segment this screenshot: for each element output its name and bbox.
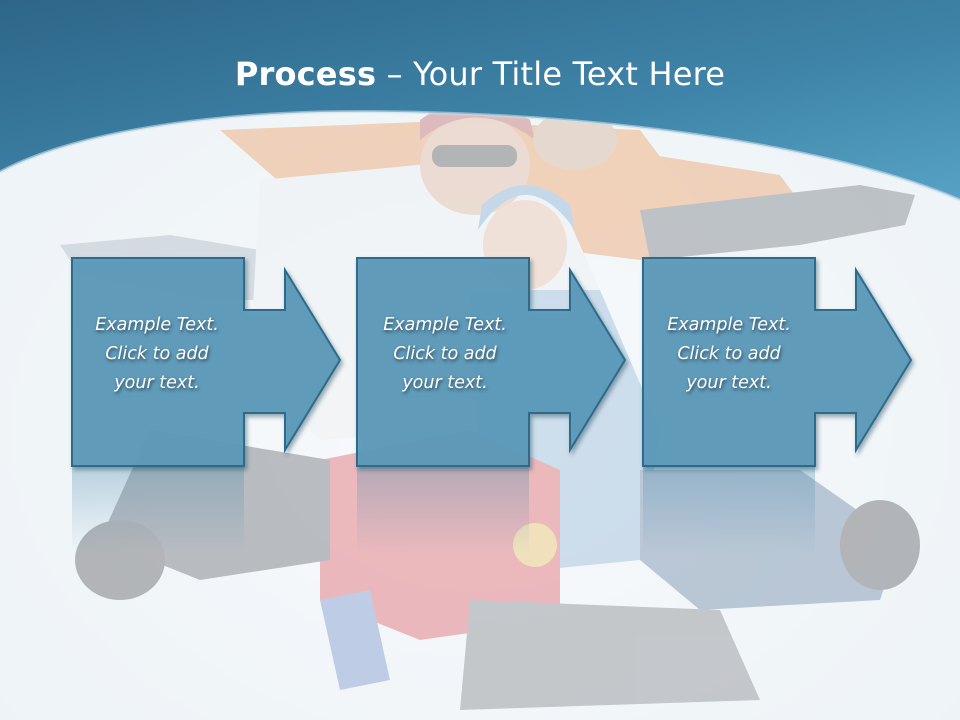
process-step-2-text[interactable]: Example Text. Click to add your text. xyxy=(360,311,530,398)
title-bold-word: Process xyxy=(234,55,377,93)
process-step-3-text[interactable]: Example Text. Click to add your text. xyxy=(644,311,814,398)
step-text-line: Click to add xyxy=(393,344,497,364)
process-step-3-shape[interactable] xyxy=(642,257,913,467)
step-text-line: Click to add xyxy=(677,344,781,364)
box-reflection xyxy=(72,466,244,554)
step-text-line: your text. xyxy=(114,373,200,393)
title-dash: – xyxy=(376,55,414,93)
box-reflection xyxy=(357,466,529,554)
process-step-1-shape[interactable] xyxy=(71,257,342,467)
process-step-2-shape[interactable] xyxy=(356,257,627,467)
step-text-line: Example Text. xyxy=(667,315,791,335)
slide-title[interactable]: Process – Your Title Text Here xyxy=(0,52,960,96)
step-text-line: Click to add xyxy=(105,344,209,364)
box-reflection xyxy=(643,466,815,554)
step-text-line: your text. xyxy=(402,373,488,393)
step-text-line: Example Text. xyxy=(95,315,219,335)
step-text-line: Example Text. xyxy=(383,315,507,335)
process-step-1-text[interactable]: Example Text. Click to add your text. xyxy=(72,311,242,398)
title-rest: Your Title Text Here xyxy=(413,55,726,93)
step-text-line: your text. xyxy=(686,373,772,393)
